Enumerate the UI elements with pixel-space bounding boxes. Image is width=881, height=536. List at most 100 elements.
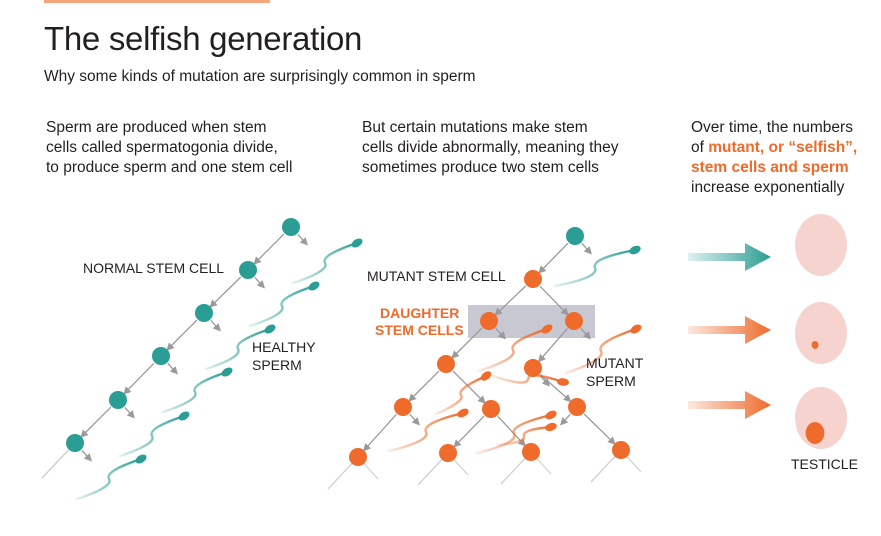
testicles — [795, 214, 847, 449]
stem-cell — [282, 218, 300, 236]
division-arrow — [124, 406, 135, 419]
stem-cell — [195, 304, 213, 322]
sperm-tail — [161, 370, 229, 414]
sperm-cell — [495, 422, 557, 447]
division-arrow — [494, 285, 527, 316]
sperm-head — [630, 324, 642, 334]
division-arrow — [452, 370, 486, 404]
stem-cell — [524, 359, 542, 377]
sperm-tail — [434, 374, 488, 416]
stem-cell — [480, 312, 498, 330]
stem-cell — [566, 227, 584, 245]
result-line-4: increase exponentially — [691, 179, 845, 196]
sperm-head — [135, 454, 147, 464]
division-arrow — [166, 319, 198, 351]
teal-result-arrow — [688, 243, 771, 271]
stem-cell — [568, 398, 586, 416]
sperm-tail — [477, 327, 549, 373]
sperm-tail — [553, 248, 637, 288]
sperm-cell — [75, 454, 147, 501]
sperm-head — [351, 238, 363, 248]
sperm-cell — [475, 410, 557, 455]
healthy-sperm-label: HEALTHY — [252, 339, 316, 355]
sperm-cell — [118, 411, 190, 458]
sperm-tail — [495, 425, 553, 447]
sperm-cell — [434, 371, 492, 416]
mutant-spot — [805, 422, 825, 444]
division-arrow — [210, 319, 221, 332]
division-arrow — [580, 327, 591, 340]
division-arrow — [167, 362, 178, 375]
division-arrow — [254, 276, 265, 289]
sperm-tail — [291, 241, 359, 285]
sperm-tail — [75, 457, 143, 501]
sperm-cell — [387, 408, 469, 453]
sperm-cell — [161, 367, 233, 414]
normal-description: Sperm are produced when stem cells calle… — [46, 118, 292, 178]
mutant-sperm-label: MUTANT — [586, 355, 644, 371]
stem-cells — [66, 218, 630, 466]
mutant-stem-cell-label: MUTANT STEM CELL — [367, 268, 506, 284]
result-arrows — [688, 243, 771, 419]
daughter-stem-cells-label: STEM CELLS — [375, 322, 464, 338]
sperm-head — [457, 408, 469, 418]
division-arrow — [583, 413, 616, 445]
division-arrow — [451, 327, 483, 359]
sperm-head — [480, 371, 492, 381]
result-highlight: stem cells and sperm — [691, 159, 849, 176]
division-arrow — [539, 285, 569, 316]
testicle — [795, 214, 847, 276]
sperm-head — [178, 411, 190, 421]
mutant-spots — [805, 340, 825, 444]
sperm-head — [221, 367, 233, 377]
mutant-sperm-label: SPERM — [586, 373, 636, 389]
result-line-2: of mutant, or “selfish”, — [691, 138, 857, 158]
sperm-cell — [248, 281, 320, 328]
sperm-tail — [204, 327, 272, 371]
stem-cell — [522, 443, 540, 461]
stem-cell — [66, 434, 84, 452]
division-arrow — [409, 413, 420, 426]
sperm-head — [629, 245, 641, 255]
stem-cell — [109, 391, 127, 409]
sperm-cell — [204, 324, 276, 371]
sperm-tail — [118, 414, 186, 458]
division-arrow — [560, 413, 571, 426]
orange-result-arrow — [688, 391, 771, 419]
sperm-cell — [553, 245, 641, 288]
sperm-cell — [564, 324, 642, 375]
sperm-cell — [291, 238, 363, 285]
mutant-description-line: sometimes produce two stem cells — [362, 159, 599, 176]
top-accent-bar — [44, 0, 270, 3]
mutant-spot — [811, 340, 819, 350]
normal-description-line: to produce sperm and one stem cell — [46, 159, 293, 176]
division-arrow — [538, 242, 569, 274]
stem-cell — [524, 270, 542, 288]
testicle-label: TESTICLE — [791, 456, 858, 472]
sperm-head — [557, 378, 569, 386]
division-arrow — [81, 449, 92, 462]
division-arrow — [123, 362, 155, 395]
sperm-cell — [491, 374, 569, 386]
sperm-head — [264, 324, 276, 334]
normal-description-line: Sperm are produced when stem — [46, 119, 267, 136]
sperm-tail — [564, 327, 638, 375]
sperm-head — [545, 410, 557, 420]
division-arrow — [453, 415, 485, 448]
sperm-tail — [248, 284, 316, 328]
result-description: Over time, the numbers of mutant, or “se… — [691, 118, 857, 198]
sperm-head — [541, 324, 553, 334]
division-arrow — [408, 370, 440, 402]
sperm-tail — [387, 411, 465, 453]
result-line-1: Over time, the numbers — [691, 119, 853, 136]
stem-cell — [565, 312, 583, 330]
stem-cell — [439, 444, 457, 462]
division-arrow — [297, 233, 308, 246]
sperm-tail — [491, 374, 565, 384]
result-highlight: mutant, or “selfish”, — [708, 139, 858, 156]
division-arrow — [537, 328, 568, 363]
orange-result-arrow — [688, 316, 771, 344]
result-line-2-plain: of — [691, 139, 709, 156]
division-arrow — [581, 242, 592, 255]
